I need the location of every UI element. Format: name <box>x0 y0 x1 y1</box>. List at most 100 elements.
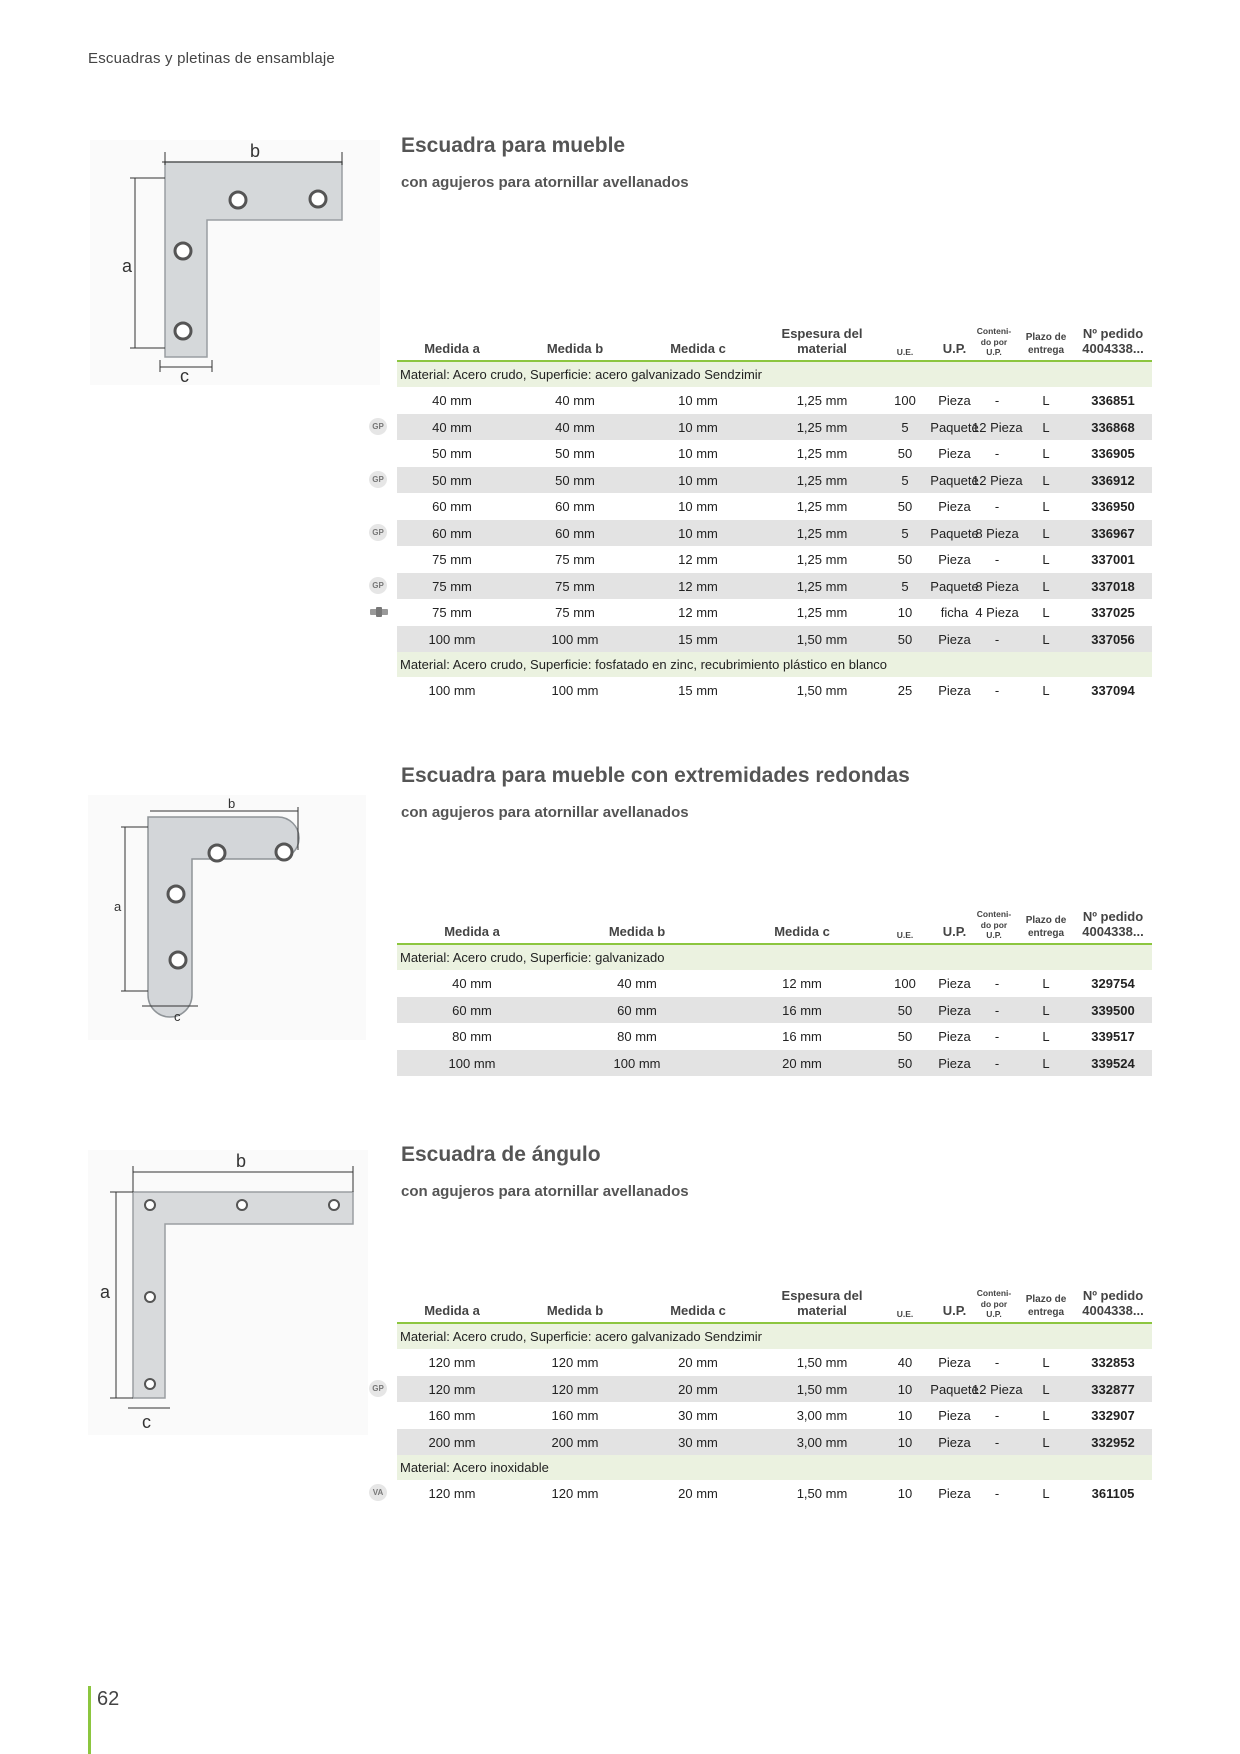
col-medida-b: Medida b <box>546 1303 604 1319</box>
dim-label-a: a <box>114 899 122 914</box>
section-subtitle: con agujeros para atornillar avellanados <box>401 804 689 821</box>
cell-pedido: 339524 <box>1091 1055 1135 1071</box>
cell-pedido: 336905 <box>1091 446 1135 461</box>
cell-up: Pieza <box>938 1486 971 1501</box>
col-contenido: Conteni-do por U.P. <box>976 909 1012 940</box>
cell-plazo: L <box>1042 446 1050 461</box>
cell-medida-b: 75 mm <box>555 552 595 567</box>
cell-plazo: L <box>1042 631 1050 647</box>
cell-plazo: L <box>1042 552 1050 567</box>
cell-medida-c: 16 mm <box>782 1029 822 1044</box>
cell-pedido: 336868 <box>1091 419 1135 435</box>
cell-pedido: 332952 <box>1091 1434 1135 1450</box>
cell-contenido: - <box>994 1029 1000 1044</box>
cell-pedido: 332853 <box>1091 1355 1135 1370</box>
cell-contenido: - <box>994 552 1000 567</box>
col-medida-c: Medida c <box>670 1303 726 1319</box>
cell-contenido: - <box>994 393 1000 408</box>
col-medida-a: Medida a <box>444 924 500 940</box>
col-ue: U.E. <box>896 929 914 940</box>
cell-medida-c: 12 mm <box>678 605 718 620</box>
cell-pedido: 337094 <box>1091 683 1135 698</box>
cell-plazo: L <box>1042 1055 1050 1071</box>
cell-medida-a: 75 mm <box>432 605 472 620</box>
cell-espesura: 1,25 mm <box>796 605 848 620</box>
section-title: Escuadra de ángulo <box>401 1143 601 1166</box>
cell-pedido: 339500 <box>1091 1002 1135 1018</box>
cell-medida-a: 75 mm <box>432 552 472 567</box>
product-table: Medida a Medida b Medida c U.E. U.P. Con… <box>397 899 1152 1076</box>
col-medida-b: Medida b <box>608 924 666 940</box>
cell-contenido: 12 Pieza <box>972 1381 1023 1397</box>
cell-medida-c: 10 mm <box>678 446 718 461</box>
cell-ue: 50 <box>897 499 913 514</box>
cell-plazo: L <box>1042 1486 1050 1501</box>
col-contenido: Conteni-do por U.P. <box>976 326 1012 357</box>
cell-medida-c: 12 mm <box>678 552 718 567</box>
cell-up: Pieza <box>938 446 971 461</box>
cell-medida-c: 12 mm <box>678 578 718 594</box>
cell-contenido: - <box>994 1408 1000 1423</box>
cell-pedido: 332877 <box>1091 1381 1135 1397</box>
cell-espesura: 1,50 mm <box>796 631 848 647</box>
cell-up: Paquete <box>930 472 979 488</box>
cell-plazo: L <box>1042 419 1050 435</box>
cell-up: Paquete <box>930 525 979 541</box>
page-header: Escuadras y pletinas de ensamblaje <box>88 50 335 67</box>
cell-plazo: L <box>1042 1434 1050 1450</box>
col-ue: U.E. <box>896 1308 914 1319</box>
dim-label-c: c <box>180 366 189 385</box>
cell-medida-a: 80 mm <box>452 1029 492 1044</box>
cell-ue: 50 <box>897 1029 913 1044</box>
cell-plazo: L <box>1042 1002 1050 1018</box>
cell-medida-b: 75 mm <box>555 578 595 594</box>
cell-medida-c: 16 mm <box>782 1002 822 1018</box>
cell-espesura: 1,50 mm <box>796 1355 848 1370</box>
gp-badge-icon: GP <box>369 417 387 435</box>
material-row: Material: Acero crudo, Superficie: fosfa… <box>397 652 1152 677</box>
cell-contenido: - <box>994 1355 1000 1370</box>
dim-label-c: c <box>142 1412 151 1432</box>
cell-ue: 10 <box>897 1381 913 1397</box>
cell-up: Paquete <box>930 578 979 594</box>
cell-espesura: 1,25 mm <box>796 525 848 541</box>
cell-contenido: - <box>994 446 1000 461</box>
cell-up: Pieza <box>938 1055 971 1071</box>
gp-badge-icon: GP <box>369 1379 387 1397</box>
material-label: Material: Acero crudo, Superficie: acero… <box>400 367 763 382</box>
cell-medida-c: 30 mm <box>678 1408 718 1423</box>
table-body: Material: Acero crudo, Superficie: galva… <box>397 945 1152 1076</box>
cell-medida-a: 60 mm <box>452 1002 492 1018</box>
cell-espesura: 1,25 mm <box>796 552 848 567</box>
cell-medida-b: 50 mm <box>555 446 595 461</box>
cell-plazo: L <box>1042 578 1050 594</box>
dim-label-a: a <box>100 1282 111 1302</box>
cell-medida-a: 60 mm <box>432 499 472 514</box>
col-medida-c: Medida c <box>670 341 726 357</box>
cell-medida-a: 100 mm <box>428 683 476 698</box>
col-espesura: Espesura del material <box>781 1288 863 1319</box>
cell-pedido: 332907 <box>1091 1408 1135 1423</box>
table-body: Material: Acero crudo, Superficie: acero… <box>369 362 1152 704</box>
cell-espesura: 1,50 mm <box>796 683 848 698</box>
cell-contenido: - <box>994 631 1000 647</box>
cell-medida-c: 10 mm <box>678 419 718 435</box>
cell-medida-b: 100 mm <box>551 631 599 647</box>
cell-plazo: L <box>1042 393 1050 408</box>
cell-medida-c: 20 mm <box>678 1355 718 1370</box>
cell-ue: 50 <box>897 631 913 647</box>
table-body: Material: Acero crudo, Superficie: acero… <box>369 1324 1152 1507</box>
cell-contenido: - <box>994 499 1000 514</box>
cell-plazo: L <box>1042 525 1050 541</box>
gp-badge-icon: GP <box>369 523 387 541</box>
table-header: Medida a Medida b Medida c Espesura del … <box>397 316 1152 362</box>
cell-medida-c: 10 mm <box>678 472 718 488</box>
